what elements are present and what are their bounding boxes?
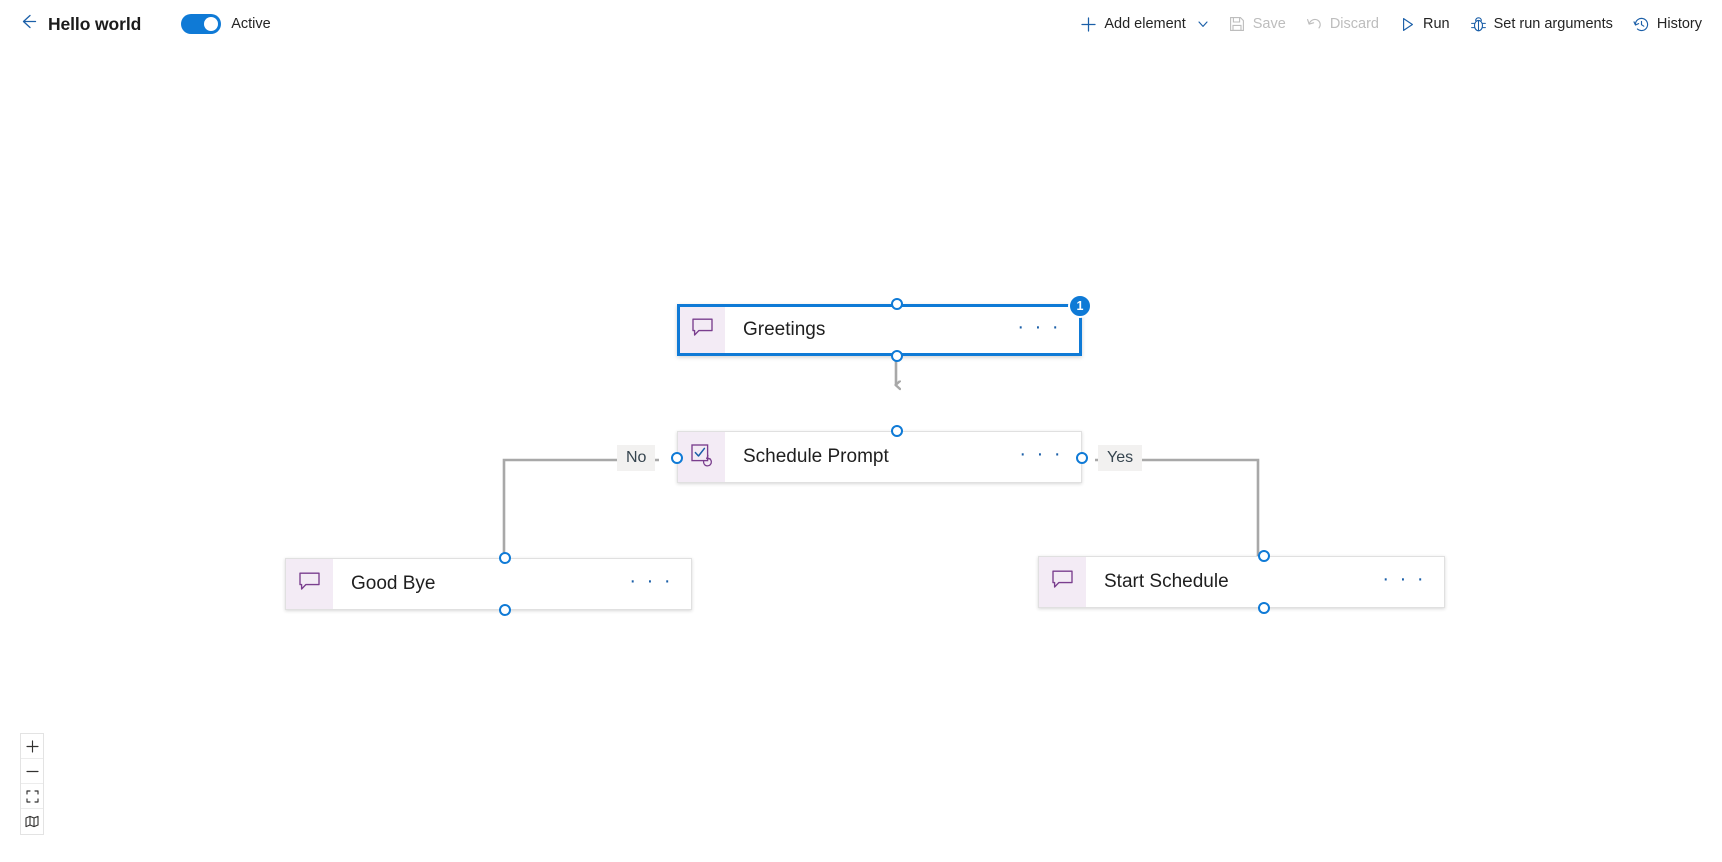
undo-arrow-icon xyxy=(1306,16,1323,33)
history-label: History xyxy=(1656,16,1702,32)
node-badge-count: 1 xyxy=(1068,294,1092,318)
active-toggle-label: Active xyxy=(231,16,271,32)
node-icon-container xyxy=(678,432,725,482)
arrow-left-icon xyxy=(17,11,38,37)
canvas-zoom-controls xyxy=(20,733,44,835)
active-toggle[interactable]: Active xyxy=(181,14,271,34)
set-run-arguments-label: Set run arguments xyxy=(1493,16,1613,32)
node-title: Greetings xyxy=(743,319,826,340)
add-element-label: Add element xyxy=(1104,16,1186,32)
discard-label: Discard xyxy=(1329,16,1379,32)
node-icon-container xyxy=(680,307,725,353)
clock-history-icon xyxy=(1633,16,1650,33)
node-port-top[interactable] xyxy=(1258,550,1270,562)
node-port-top[interactable] xyxy=(891,425,903,437)
node-overflow-menu[interactable]: · · · xyxy=(1017,316,1061,338)
back-button[interactable] xyxy=(12,9,42,39)
fit-screen-icon xyxy=(25,789,39,803)
add-element-button[interactable]: Add element xyxy=(1070,10,1218,39)
run-button[interactable]: Run xyxy=(1389,10,1460,39)
zoom-out-button[interactable] xyxy=(21,759,43,784)
node-title: Good Bye xyxy=(351,573,436,594)
chevron-down-icon xyxy=(1197,18,1209,30)
node-port-top[interactable] xyxy=(499,552,511,564)
plus-icon xyxy=(25,739,39,753)
flow-node-good-bye[interactable]: Good Bye · · · xyxy=(285,552,692,616)
node-icon-container xyxy=(1039,557,1086,607)
workflow-canvas[interactable]: Greetings · · · 1 Schedule Prompt · · · xyxy=(0,48,1722,862)
app-header: Hello world Active Add element xyxy=(0,0,1722,48)
page-title: Hello world xyxy=(48,13,142,34)
checkbox-refresh-icon xyxy=(689,442,715,473)
minimap-button[interactable] xyxy=(21,809,43,834)
discard-button[interactable]: Discard xyxy=(1296,10,1389,39)
toolbar: Add element Save xyxy=(1070,0,1712,48)
message-bubble-icon xyxy=(1050,567,1075,597)
flow-node-start-schedule[interactable]: Start Schedule · · · xyxy=(1038,550,1445,614)
node-title: Schedule Prompt xyxy=(743,446,889,467)
node-overflow-menu[interactable]: · · · xyxy=(1382,568,1426,590)
node-overflow-menu[interactable]: · · · xyxy=(629,570,673,592)
set-run-arguments-button[interactable]: Set run arguments xyxy=(1460,10,1623,39)
flow-node-schedule-prompt[interactable]: Schedule Prompt · · · xyxy=(671,425,1088,483)
save-button[interactable]: Save xyxy=(1219,10,1296,39)
node-port-right-yes[interactable] xyxy=(1076,452,1088,464)
node-port-bottom[interactable] xyxy=(891,350,903,362)
save-floppy-icon xyxy=(1229,16,1246,33)
plus-icon xyxy=(1080,16,1097,33)
node-icon-container xyxy=(286,559,333,609)
message-bubble-icon xyxy=(690,315,715,345)
minus-icon xyxy=(25,765,39,778)
save-label: Save xyxy=(1252,16,1286,32)
play-triangle-icon xyxy=(1399,16,1416,33)
node-port-bottom[interactable] xyxy=(499,604,511,616)
edge-label-no: No xyxy=(617,445,656,471)
history-button[interactable]: History xyxy=(1623,10,1712,39)
node-port-top[interactable] xyxy=(891,298,903,310)
node-port-left-no[interactable] xyxy=(671,452,683,464)
edge-label-yes: Yes xyxy=(1098,445,1143,471)
node-title: Start Schedule xyxy=(1104,571,1229,592)
node-port-bottom[interactable] xyxy=(1258,602,1270,614)
bug-icon xyxy=(1470,16,1487,33)
zoom-in-button[interactable] xyxy=(21,734,43,759)
run-label: Run xyxy=(1422,16,1450,32)
node-overflow-menu[interactable]: · · · xyxy=(1019,443,1063,465)
fit-to-screen-button[interactable] xyxy=(21,784,43,809)
toggle-knob xyxy=(204,17,219,31)
message-bubble-icon xyxy=(297,569,322,599)
flow-node-greetings[interactable]: Greetings · · · 1 xyxy=(677,294,1092,362)
toggle-track xyxy=(181,14,222,34)
map-icon xyxy=(25,815,39,828)
